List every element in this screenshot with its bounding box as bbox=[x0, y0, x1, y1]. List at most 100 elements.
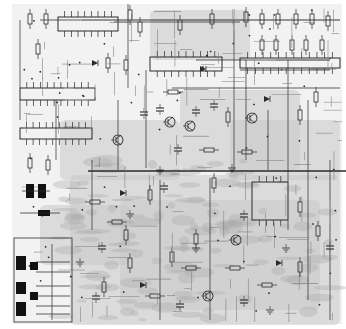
resistor-icon bbox=[209, 9, 215, 29]
diode-icon bbox=[140, 282, 147, 288]
capacitor-icon bbox=[210, 100, 218, 111]
halftone-streak bbox=[163, 194, 183, 198]
resistor-icon bbox=[297, 105, 303, 125]
capacitor-icon bbox=[160, 182, 168, 193]
halftone-streak bbox=[177, 272, 196, 284]
diode-icon bbox=[264, 96, 271, 102]
halftone-streak bbox=[186, 196, 206, 204]
junction-dot bbox=[329, 272, 332, 275]
halftone-streak bbox=[305, 248, 316, 254]
halftone-streak bbox=[78, 284, 112, 290]
halftone-streak bbox=[190, 164, 207, 172]
halftone-streak bbox=[238, 159, 248, 164]
junction-dot bbox=[275, 177, 278, 180]
transistor-lead bbox=[167, 116, 174, 122]
junction-dot bbox=[99, 137, 102, 140]
junction-dot bbox=[255, 309, 258, 312]
halftone-streak bbox=[102, 164, 113, 168]
halftone-streak bbox=[171, 215, 195, 226]
halftone-streak bbox=[301, 212, 317, 218]
diode-body bbox=[200, 66, 206, 72]
junction-dot bbox=[269, 28, 271, 30]
resistor-icon bbox=[275, 9, 281, 29]
halftone-streak bbox=[119, 195, 149, 200]
ground-icon bbox=[192, 244, 200, 253]
junction-dot bbox=[209, 50, 212, 53]
transistor-lead bbox=[187, 126, 194, 132]
halftone-streak bbox=[271, 266, 286, 276]
junction-dot bbox=[133, 205, 136, 207]
halftone-streak bbox=[155, 172, 178, 177]
transistor-lead bbox=[167, 122, 174, 128]
halftone-streak bbox=[116, 299, 138, 304]
halftone-streak bbox=[228, 173, 239, 179]
halftone-streak bbox=[70, 214, 86, 220]
capacitor-icon bbox=[98, 242, 106, 253]
halftone-streak bbox=[172, 290, 194, 298]
halftone-streak bbox=[175, 296, 197, 301]
junction-dot bbox=[57, 76, 60, 79]
junction-dot bbox=[69, 275, 72, 278]
junction-dot bbox=[248, 34, 251, 37]
halftone-streak bbox=[206, 160, 224, 167]
halftone-streak bbox=[133, 302, 158, 309]
halftone-smudge bbox=[40, 205, 130, 265]
halftone-streak bbox=[76, 299, 87, 303]
resistor-icon bbox=[319, 35, 325, 55]
connector-pin-block bbox=[30, 262, 38, 270]
halftone-streak bbox=[285, 275, 310, 286]
halftone-streak bbox=[106, 218, 134, 228]
resistor-icon bbox=[315, 221, 321, 241]
halftone-streak bbox=[110, 248, 137, 253]
junction-dot bbox=[303, 85, 306, 88]
halftone-streak bbox=[104, 260, 119, 270]
halftone-streak bbox=[76, 180, 89, 186]
junction-dot bbox=[332, 168, 335, 171]
junction-dot bbox=[56, 116, 59, 118]
diode-body bbox=[140, 282, 146, 288]
junction-dot bbox=[166, 206, 168, 208]
ic-chip-icon bbox=[149, 51, 223, 77]
ground-icon bbox=[156, 166, 164, 175]
halftone-streak bbox=[82, 157, 112, 168]
junction-dot bbox=[280, 68, 283, 71]
ground-icon bbox=[76, 258, 84, 267]
junction-dot bbox=[31, 77, 33, 80]
halftone-streak bbox=[147, 159, 158, 169]
halftone-streak bbox=[175, 197, 206, 203]
halftone-streak bbox=[283, 185, 302, 192]
junction-dot bbox=[103, 186, 106, 189]
halftone-streak bbox=[317, 208, 338, 216]
diode-body bbox=[120, 190, 126, 196]
halftone-streak bbox=[63, 213, 86, 225]
diode-body bbox=[264, 96, 270, 102]
halftone-streak bbox=[48, 314, 74, 320]
halftone-streak bbox=[52, 180, 81, 190]
junction-dot bbox=[266, 135, 269, 138]
junction-dot bbox=[39, 280, 42, 282]
halftone-streak bbox=[178, 236, 190, 247]
transistor-icon bbox=[183, 120, 196, 132]
junction-dot bbox=[273, 13, 276, 16]
ground-icon bbox=[266, 306, 274, 315]
junction-dot bbox=[318, 303, 321, 306]
junction-dot bbox=[78, 61, 81, 64]
junction-dot bbox=[245, 147, 248, 149]
junction-dot bbox=[329, 57, 331, 60]
halftone-streak bbox=[128, 214, 146, 219]
halftone-streak bbox=[127, 217, 162, 227]
halftone-streak bbox=[85, 270, 110, 282]
halftone-streak bbox=[184, 226, 217, 236]
halftone-streak bbox=[76, 228, 112, 234]
transistor-lead bbox=[233, 240, 240, 246]
resistor-icon bbox=[35, 39, 41, 59]
resistor-icon bbox=[147, 185, 153, 205]
connector-pin-block bbox=[16, 256, 26, 270]
junction-dot bbox=[243, 260, 245, 263]
halftone-streak bbox=[213, 178, 241, 188]
ground-icon bbox=[126, 210, 134, 219]
halftone-streak bbox=[167, 202, 176, 209]
halftone-streak bbox=[153, 210, 164, 222]
